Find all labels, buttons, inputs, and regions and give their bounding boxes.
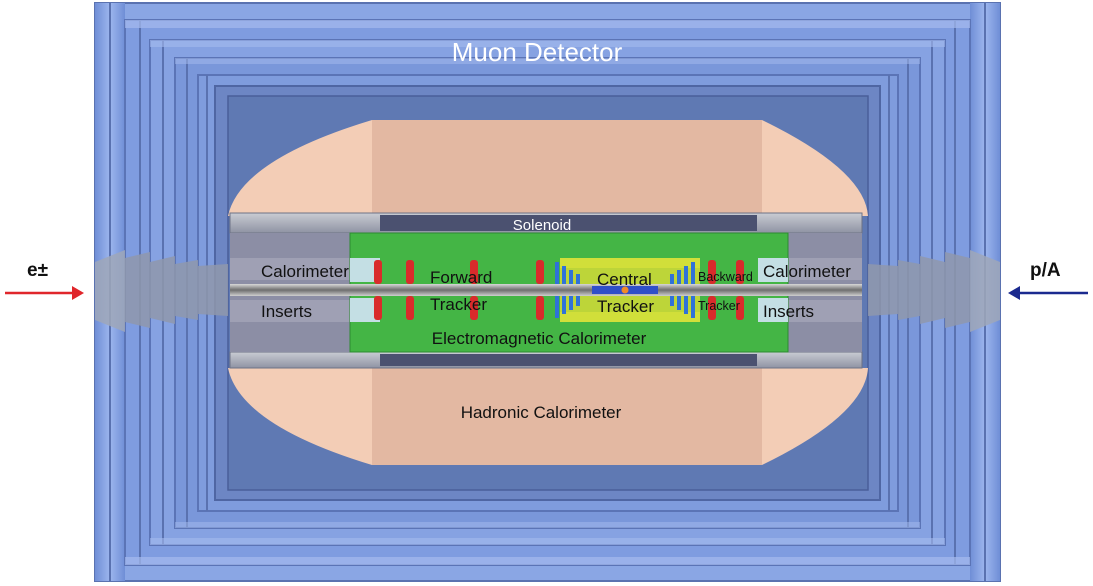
forward-tracker-disks: [374, 260, 744, 320]
hadronic-calorimeter-label: Hadronic Calorimeter: [461, 403, 622, 422]
em-calorimeter-label: Electromagnetic Calorimeter: [432, 329, 647, 348]
solenoid-label: Solenoid: [513, 217, 571, 234]
calorimeter-right-label: Calorimeter: [763, 262, 851, 281]
backward-tracker-label-2: Tracker: [698, 299, 740, 313]
inner-detector: [230, 232, 862, 353]
backward-tracker-label-1: Backward: [698, 270, 753, 284]
inserts-right-label: Inserts: [763, 302, 814, 321]
electron-beam-label: e±: [27, 260, 48, 281]
proton-beam-label: p/A: [1030, 260, 1061, 281]
forward-tracker-label-2: Tracker: [430, 295, 487, 314]
forward-tracker-label-1: Forward: [430, 268, 492, 287]
hadronic-calorimeter: [228, 120, 868, 465]
electron-beam-arrow: [5, 286, 84, 300]
calorimeter-left-label: Calorimeter: [261, 262, 349, 281]
proton-beam-arrow: [1008, 286, 1088, 300]
muon-detector-label: Muon Detector: [452, 37, 623, 67]
silicon-disks: [555, 262, 695, 318]
inserts-left-label: Inserts: [261, 302, 312, 321]
central-tracker-label-2: Tracker: [597, 297, 654, 316]
central-tracker-label-1: Central: [597, 270, 652, 289]
